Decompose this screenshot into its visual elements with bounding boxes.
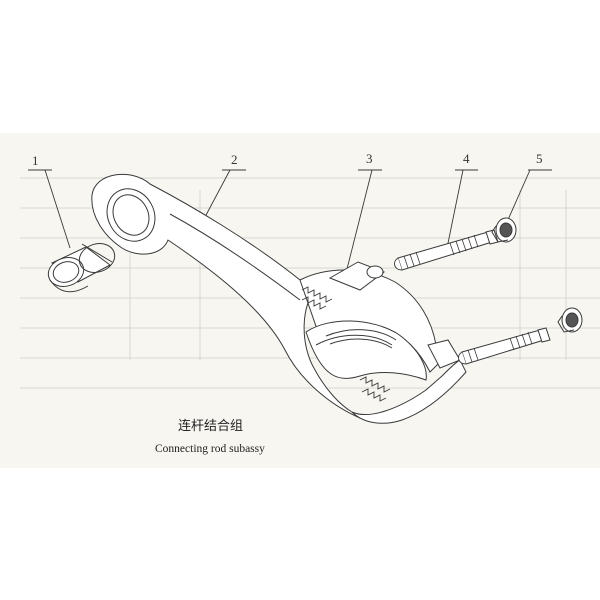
part-5-nuts bbox=[491, 217, 583, 333]
leader-4 bbox=[446, 169, 464, 249]
part-2-rod-body bbox=[91, 173, 467, 424]
leader-1 bbox=[44, 169, 71, 249]
serrated-joint-lower bbox=[359, 376, 391, 402]
caption-english: Connecting rod subassy bbox=[155, 443, 265, 455]
part-3-bearing-shell bbox=[325, 329, 397, 349]
caption-chinese: 连杆结合组 bbox=[178, 419, 244, 434]
callout-1: 1 bbox=[32, 153, 39, 168]
nut-lower bbox=[557, 307, 583, 333]
leader-3 bbox=[346, 169, 373, 270]
part-4-bolts bbox=[394, 229, 551, 365]
serrated-joint-upper bbox=[301, 286, 333, 310]
callout-4: 4 bbox=[463, 151, 470, 166]
callout-3: 3 bbox=[366, 151, 373, 166]
nut-upper bbox=[491, 217, 517, 243]
bolt-upper bbox=[394, 229, 499, 271]
part-1-bushing bbox=[47, 243, 116, 293]
callout-2: 2 bbox=[231, 152, 238, 167]
leader-5 bbox=[506, 169, 531, 223]
bolt-lower bbox=[458, 327, 551, 365]
callout-5: 5 bbox=[536, 151, 543, 166]
leader-lines bbox=[28, 169, 552, 270]
